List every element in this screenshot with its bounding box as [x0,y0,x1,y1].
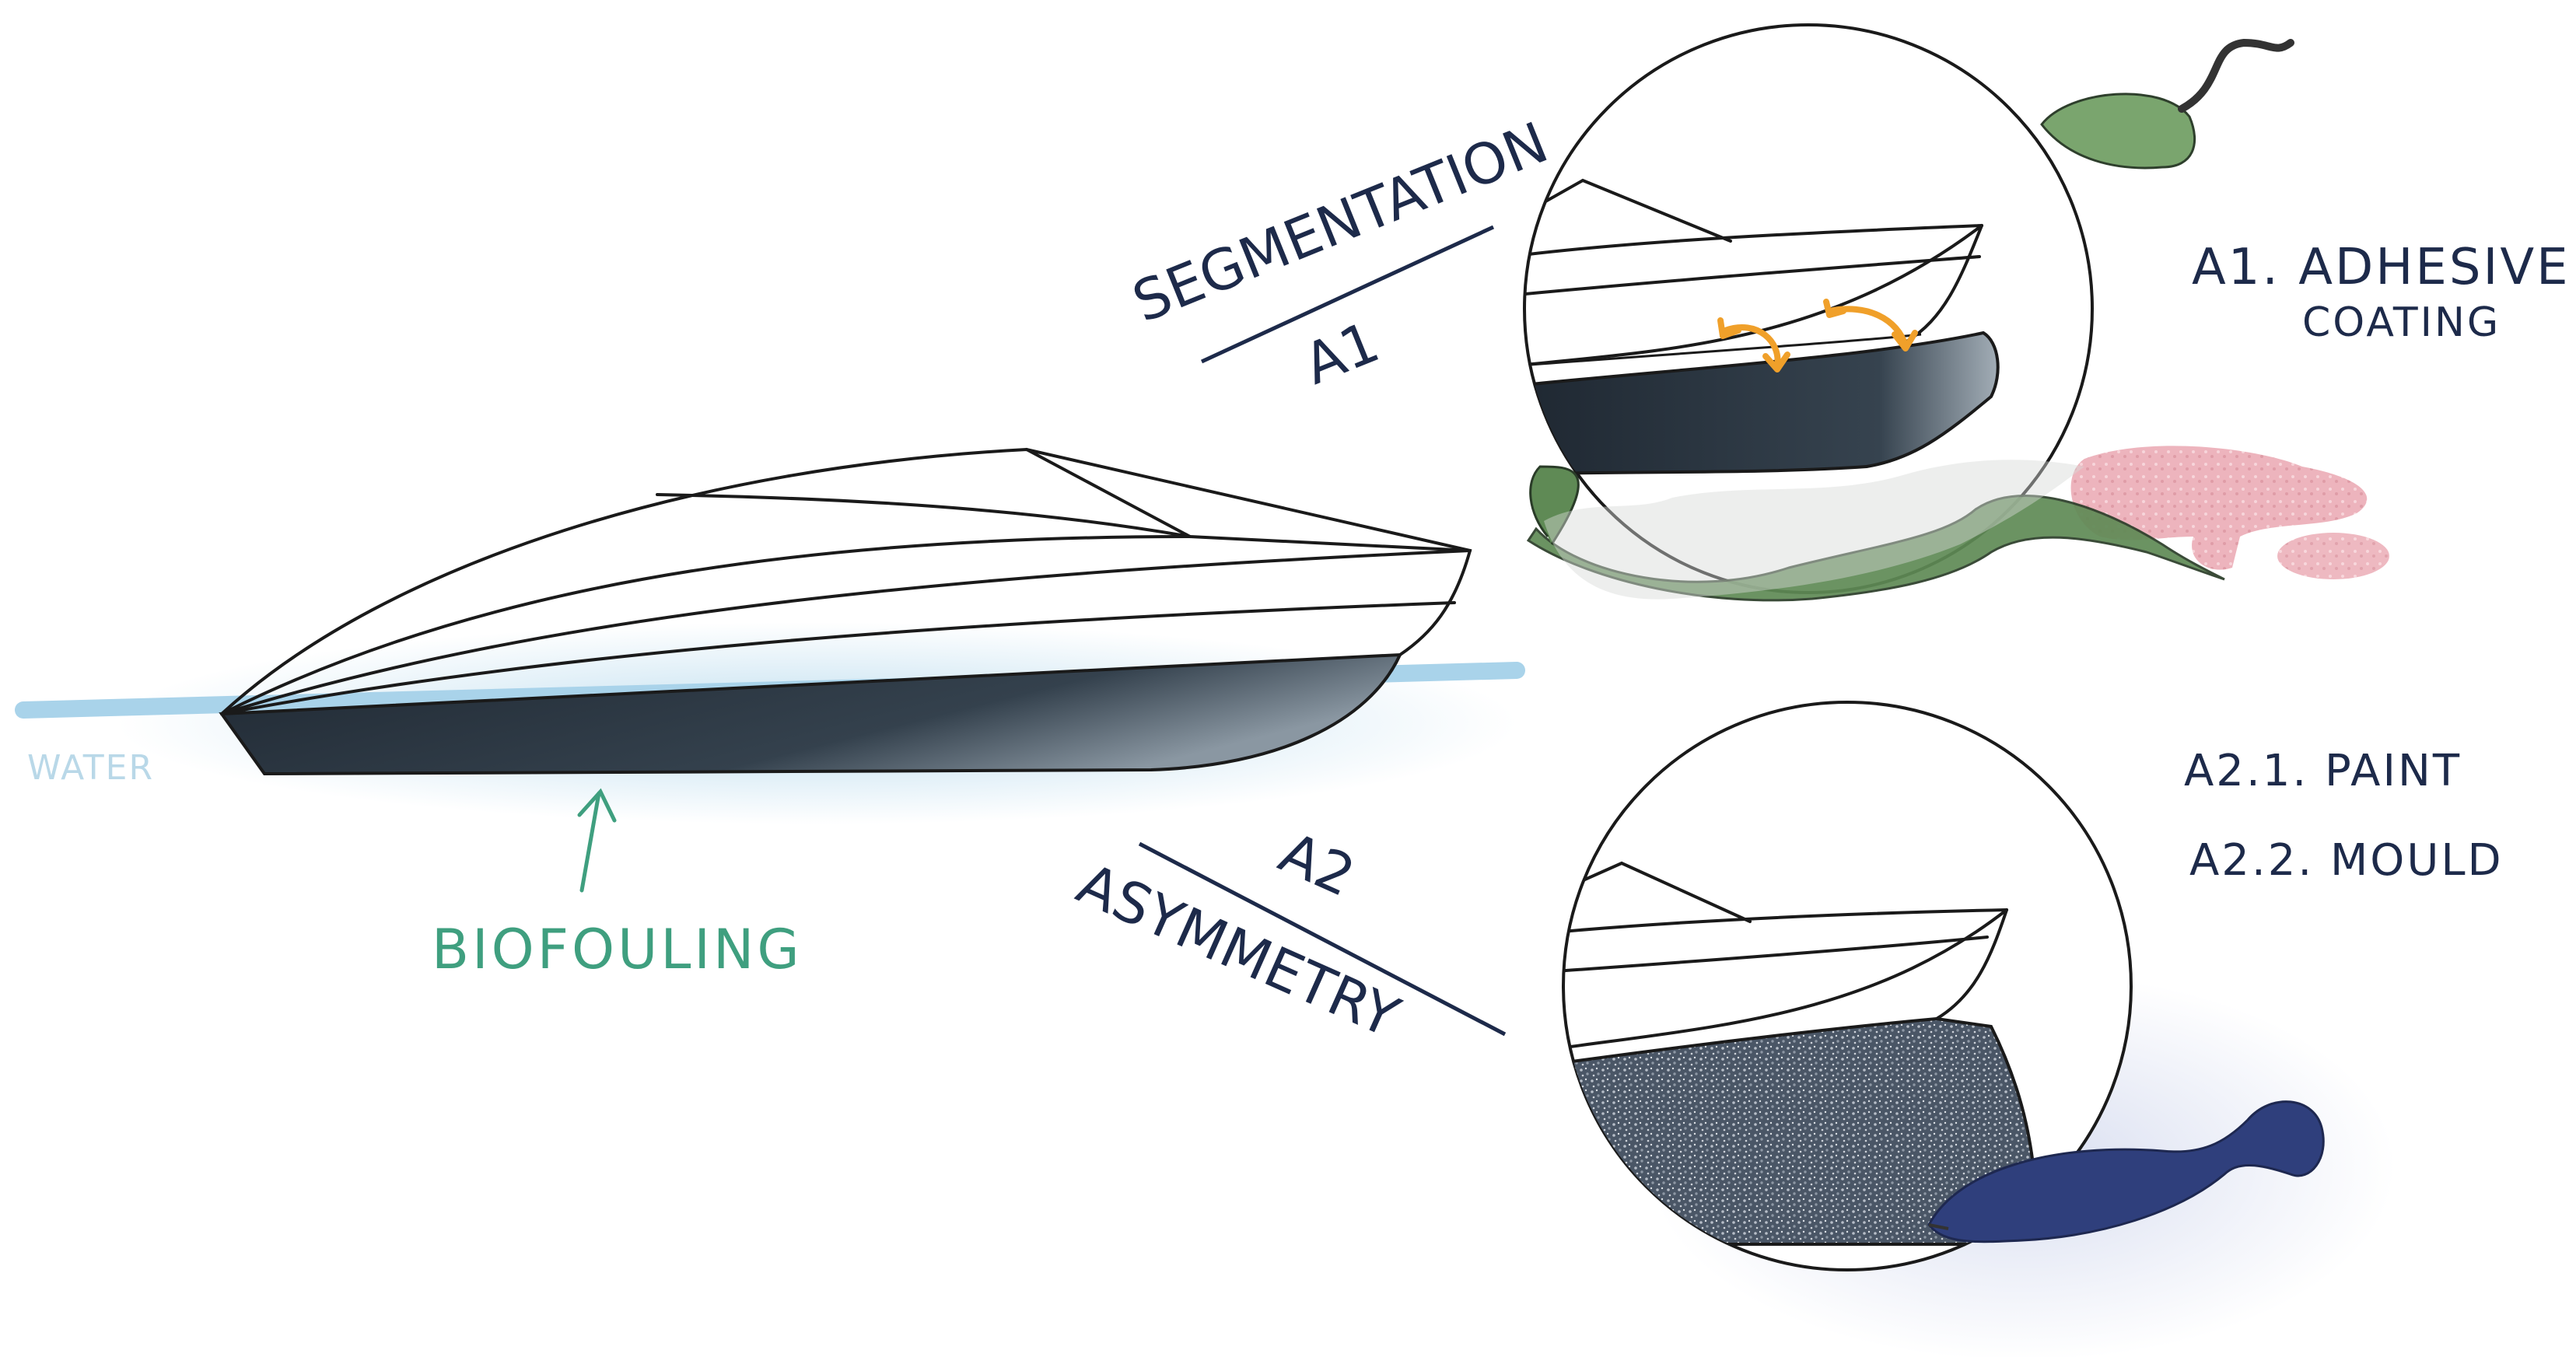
sediment-patch [1544,460,2084,600]
biofouling-label: BIOFOULING [432,918,803,981]
a2-divider-line [1138,841,1507,1037]
swimming-organism-icon [2040,38,2294,170]
a2-mould-label: A2.2. MOULD [2189,835,2504,886]
a1-label: A1 [1295,309,1388,397]
a1-adhesive-label: A1. ADHESIVE [2192,239,2571,296]
fish-icon [1927,1100,2325,1243]
eel-icon [1526,465,2225,602]
biofouling-arrow-icon [577,788,617,893]
asymmetry-label: ASYMMETRY [1068,851,1409,1051]
a2-paint-label: A2.1. PAINT [2184,746,2462,796]
main-boat: WATER BIOFOULING [15,447,1525,981]
a2-callout: A2 ASYMMETRY A2.1. PAINT A2.2. MOULD [1068,701,2504,1357]
boat-hull [219,652,1403,776]
a1-hull-segment [1524,331,2000,477]
speedboat-icon [220,447,1472,715]
water-label: WATER [27,748,154,788]
a1-coating-label: COATING [2302,299,2501,346]
coral-icon [2070,446,2389,579]
a2-label: A2 [1270,820,1364,909]
curved-arrow-icon [1717,299,1918,372]
a1-divider-line [1200,225,1495,364]
segmentation-label: SEGMENTATION [1124,110,1556,335]
a1-callout: SEGMENTATION A1 [1124,23,2571,602]
